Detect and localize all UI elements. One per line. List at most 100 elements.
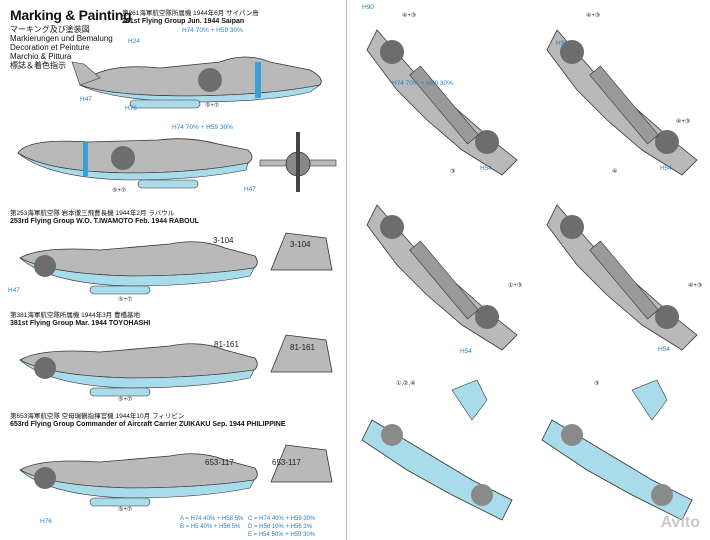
plane-1-h76: H76: [125, 105, 137, 112]
section-1-en: 261st Flying Group Jun. 1944 Saipan: [122, 17, 245, 25]
top-view-1-hinomaru-a: [380, 40, 404, 64]
section-4-jp: 第653海軍航空隊 空母瑞鶴指揮官機 1944年10月 フィリピン: [10, 413, 185, 420]
subtitle-jp: マーキング及び塗装図: [10, 25, 90, 34]
plane-3-belly: [19, 359, 255, 389]
bottom-view-2-tailplane: [631, 379, 668, 421]
plane-1-s57: ⑤+⑦: [205, 103, 220, 109]
section-2-header: 第253海軍航空隊 岩本徹三飛曹長機 1944年2月 ラバウル 253rd Fl…: [10, 210, 199, 225]
plane-2-tail: [270, 232, 333, 271]
bottom-view-1: [361, 379, 513, 521]
bottom-view-2-hinomaru-a: [561, 424, 583, 446]
plane-2-tail-shape: [270, 232, 333, 271]
top-view-2: [546, 29, 698, 176]
plane-2-tail-code: 3-104: [290, 240, 311, 249]
top-view-1-h90: H90: [362, 4, 374, 11]
top-view-3-s13: ①+③: [508, 283, 523, 289]
plane-4-tail-code: 653-117: [272, 458, 301, 467]
plane-4-belly: [19, 469, 255, 499]
top-view-2-hinomaru-b: [655, 130, 679, 154]
plane-2-droptank: [89, 285, 151, 295]
plane-1-stripe: [255, 62, 261, 98]
plane-4-side: [19, 453, 258, 507]
plane-3-side: [19, 343, 258, 397]
top-view-4-h54: H54: [658, 346, 670, 353]
plane-1-side: [71, 56, 322, 109]
top-view-2-s43: ④+③: [586, 13, 601, 19]
top-view-1: [366, 29, 518, 176]
plane-3-s57: ⑤+⑦: [118, 397, 133, 403]
bottom-view-2-hinomaru-b: [651, 484, 673, 506]
bottom-view-2: [541, 379, 693, 521]
plane-2-h47: H47: [8, 287, 20, 294]
section-1-jp: 第261海軍航空隊所属機 1944年6月 サイパン島: [122, 10, 259, 17]
plane-4-droptank: [89, 497, 151, 507]
section-2-en: 253rd Flying Group W.O. T.IWAMOTO Feb. 1…: [10, 217, 199, 225]
top-views: [361, 29, 698, 521]
top-view-1-hinomaru-b: [475, 130, 499, 154]
top-view-1-mix: H74 70% + H59 30%: [392, 80, 453, 87]
section-3-jp: 第381海軍航空隊所属機 1944年3月 豊橋基地: [10, 312, 141, 319]
plane-1b-h47: H47: [244, 186, 256, 193]
front-prop: [296, 132, 300, 192]
subtitle-fr: Decoration et Peinture: [10, 43, 90, 52]
top-view-1-h54: H54: [480, 165, 492, 172]
top-view-2-fuselage: [589, 65, 659, 145]
plane-3-tail: [270, 334, 333, 373]
legend-a: A = H74 40% + H58 5%: [180, 516, 244, 522]
section-3-header: 第381海軍航空隊所属機 1944年3月 豊橋基地 381st Flying G…: [10, 312, 150, 327]
legend-e: E = H54 50% + H59 30%: [248, 532, 316, 538]
legend-b: B = H5 40% + H56 5%: [180, 524, 241, 530]
plane-4-hinomaru: [34, 467, 56, 489]
plane-3-droptank: [89, 387, 151, 397]
plane-2-code: 3-104: [213, 236, 234, 245]
top-view-4: [546, 204, 698, 351]
subtitle-cn: 標誌＆着色指示: [10, 61, 66, 70]
plane-1-h24: H24: [128, 38, 140, 45]
top-view-1-fuselage: [409, 65, 479, 145]
plane-1b-hinomaru: [111, 146, 135, 170]
plane-1b-side: [17, 138, 253, 189]
plane-4-s57: ⑤+⑦: [118, 507, 133, 513]
top-view-1-s43: ④+③: [402, 13, 417, 19]
plane-1-droptank: [129, 99, 201, 109]
section-4-header: 第653海軍航空隊 空母瑞鶴指揮官機 1944年10月 フィリピン 653rd …: [10, 413, 286, 428]
top-view-3-hinomaru-a: [380, 215, 404, 239]
section-2-jp: 第253海軍航空隊 岩本徹三飛曹長機 1944年2月 ラバウル: [10, 210, 175, 217]
top-view-3-fuselage: [409, 240, 479, 320]
top-view-4-s43: ④+③: [688, 283, 703, 289]
plane-3-tail-code: 81-161: [290, 343, 315, 352]
plane-1-hinomaru: [198, 68, 222, 92]
top-view-4-hinomaru-a: [560, 215, 584, 239]
top-view-3-h54: H54: [460, 348, 472, 355]
subtitle-it: Marchio & Pittura: [10, 52, 72, 61]
top-view-4-fuselage: [589, 240, 659, 320]
plane-3-tail-shape: [270, 334, 333, 373]
top-view-4-num: ④: [612, 169, 618, 175]
subtitle-de: Markierungen und Bemalung: [10, 34, 113, 43]
plane-2-side: [19, 241, 258, 295]
top-view-2-h90: H90: [556, 40, 568, 47]
plane-1b-stripe: [83, 142, 88, 176]
divider: [346, 0, 347, 540]
bottom-view-2-num: ③: [594, 381, 600, 387]
watermark: Avito: [660, 514, 700, 531]
plane-1-mix: H74 70% + H59 30%: [182, 27, 243, 34]
top-view-2-hinomaru-a: [560, 40, 584, 64]
top-view-3-hinomaru-b: [475, 305, 499, 329]
plane-4-tail-shape: [270, 444, 333, 483]
legend-d: D = H56 10% + H56 3%: [248, 524, 313, 530]
plane-4-code: 653-117: [205, 458, 234, 467]
top-view-4-hinomaru-b: [655, 305, 679, 329]
top-view-3: [366, 204, 518, 351]
bottom-view-1-tailplane: [451, 379, 488, 421]
top-view-2-h54: H54: [660, 165, 672, 172]
top-view-2-s43b: ④+③: [676, 119, 691, 125]
plane-4-tail: [270, 444, 333, 483]
plane-2-hinomaru: [34, 255, 56, 277]
section-4-en: 653rd Flying Group Commander of Aircraft…: [10, 420, 286, 428]
bottom-view-1-hinomaru-b: [471, 484, 493, 506]
plane-1b-mix: H74 70% + H59 30%: [172, 124, 233, 131]
plane-1-tail: [71, 61, 101, 86]
top-view-3-num: ③: [450, 169, 456, 175]
